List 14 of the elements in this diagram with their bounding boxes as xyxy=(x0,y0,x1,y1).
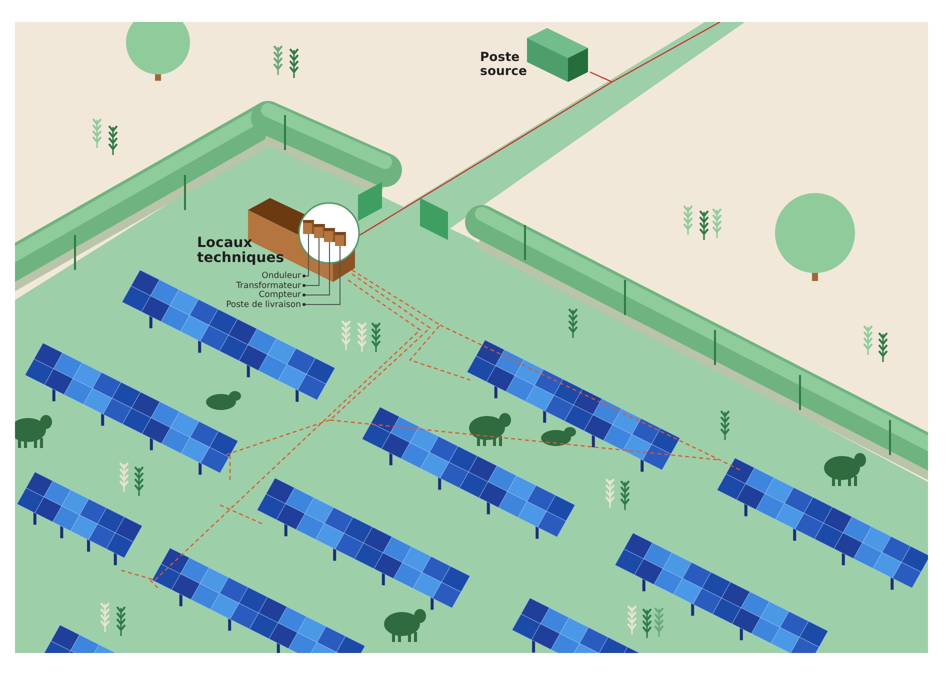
leader-line xyxy=(302,234,309,278)
leader-line xyxy=(302,246,340,306)
callout-label: Poste de livraison xyxy=(226,300,301,310)
callout-label: Compteur xyxy=(258,290,301,300)
callout-label: Transformateur xyxy=(236,280,301,290)
callout-label: Onduleur xyxy=(262,271,301,281)
equipment-compartment xyxy=(314,224,324,238)
place-label: Locaux techniques xyxy=(197,236,286,267)
equipment-compartment xyxy=(303,220,314,234)
place-label: Poste source xyxy=(480,50,528,78)
equipment-compartment xyxy=(324,228,335,242)
leader-line xyxy=(302,238,320,287)
equipment-compartment xyxy=(334,232,346,246)
leader-line xyxy=(302,242,330,296)
